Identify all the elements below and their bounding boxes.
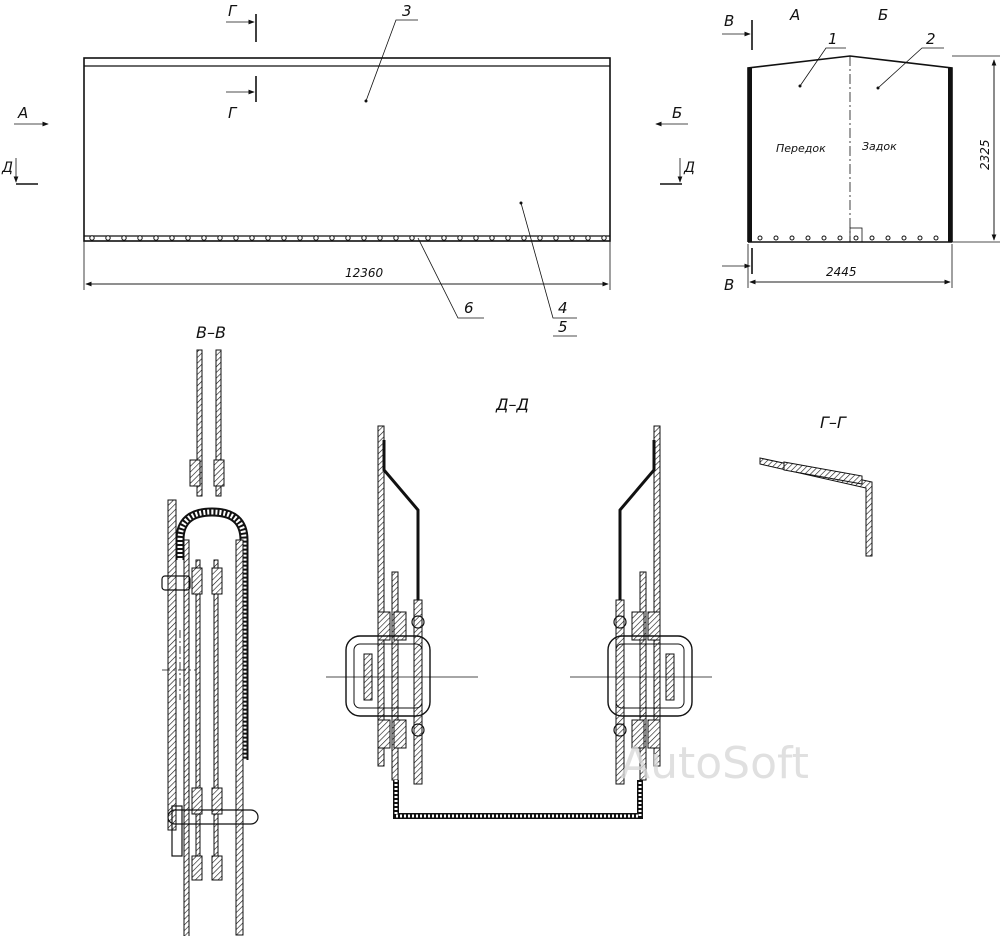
rivet [281, 235, 287, 241]
side-view: 12360 Г Г А Б Д Д 3 4 5 6 [1, 2, 695, 337]
section-dd-title: Д–Д [495, 395, 529, 414]
rivet [137, 235, 143, 241]
section-dd: Д–Д [326, 395, 712, 819]
rivet [409, 235, 415, 241]
rivet [425, 235, 431, 241]
height-dimension: 2325 [978, 139, 992, 170]
rivet [773, 235, 779, 241]
rivet [377, 235, 383, 241]
rivet [821, 235, 827, 241]
rivet [201, 235, 207, 241]
rivet [901, 235, 907, 241]
rivet [933, 235, 939, 241]
end-view: А Б Передок Задок 1 2 В В 2325 [722, 6, 1000, 294]
rivet [345, 235, 351, 241]
rivet [89, 235, 95, 241]
rivet [837, 235, 843, 241]
section-g-bottom-label: Г [228, 104, 238, 122]
rivet [537, 235, 543, 241]
rivet [361, 235, 367, 241]
rivet [233, 235, 239, 241]
rivet [885, 235, 891, 241]
end-rivet-row [757, 235, 939, 241]
section-v-top-label: В [724, 12, 734, 30]
end-view-a-header: А [789, 6, 800, 24]
callout-1: 1 [828, 30, 838, 48]
section-d-left-label: Д [1, 160, 13, 176]
rivet [757, 235, 763, 241]
section-gg: Г–Г [759, 413, 873, 557]
rivet [553, 235, 559, 241]
section-v-bottom-label: В [724, 276, 734, 294]
end-view-b-header: Б [878, 6, 888, 24]
length-dimension: 12360 [345, 266, 384, 280]
rivet [853, 235, 859, 241]
rivet [297, 235, 303, 241]
rivet [217, 235, 223, 241]
callout-6: 6 [464, 299, 474, 317]
section-g-top-label: Г [228, 2, 238, 20]
callout-2: 2 [926, 30, 936, 48]
rivet [521, 235, 527, 241]
section-vv: В–В [161, 323, 259, 936]
rivet [153, 235, 159, 241]
rivet [313, 235, 319, 241]
view-a-label: А [17, 104, 28, 122]
rivet [105, 235, 111, 241]
section-gg-title: Г–Г [820, 413, 847, 432]
callout-5: 5 [558, 318, 568, 336]
front-label: Передок [776, 142, 826, 155]
rivet [329, 235, 335, 241]
rivet [249, 235, 255, 241]
watermark: AutoSoft [620, 738, 809, 789]
view-b-label: Б [672, 104, 682, 122]
rivet [265, 235, 271, 241]
rivet [569, 235, 575, 241]
width-dimension: 2445 [826, 265, 857, 279]
rear-label: Задок [862, 140, 897, 153]
callout-3: 3 [402, 2, 412, 20]
rivet [869, 235, 875, 241]
rivet [393, 235, 399, 241]
section-vv-title: В–В [196, 323, 226, 342]
rivet [441, 235, 447, 241]
rivet [917, 235, 923, 241]
rivet [805, 235, 811, 241]
rivet [585, 235, 591, 241]
rivet [489, 235, 495, 241]
rivet [121, 235, 127, 241]
rivet [473, 235, 479, 241]
rivet [457, 235, 463, 241]
rivet [505, 235, 511, 241]
section-d-right-label: Д [683, 160, 695, 176]
rivet [185, 235, 191, 241]
rivet [601, 235, 607, 241]
callout-4: 4 [558, 299, 568, 317]
rivet-row [89, 235, 607, 241]
rivet [789, 235, 795, 241]
rivet [169, 235, 175, 241]
